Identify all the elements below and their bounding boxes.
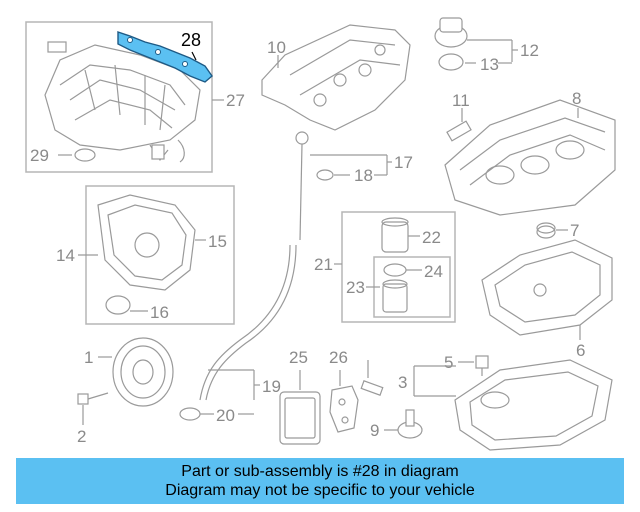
upper-oil-pan-drawing — [481, 239, 613, 336]
callout-9: 9 — [370, 421, 379, 440]
banner-line-2: Diagram may not be specific to your vehi… — [165, 482, 475, 499]
callout-18: 18 — [354, 166, 373, 185]
part-4-drawing — [360, 380, 384, 396]
callout-27: 27 — [226, 91, 245, 110]
banner-line-1: Part or sub-assembly is #28 in diagram — [181, 463, 459, 480]
intake-manifold-group-box — [25, 21, 213, 173]
callout-3: 3 — [398, 373, 407, 392]
callout-8: 8 — [572, 89, 581, 108]
callout-6: 6 — [576, 341, 585, 360]
callout-25: 25 — [289, 348, 308, 367]
bolt-drawing — [77, 392, 109, 405]
oil-filter-group-box — [341, 211, 456, 323]
lower-oil-pan-drawing — [454, 359, 613, 451]
valve-cover-drawing — [261, 24, 411, 131]
part-7-drawing — [536, 222, 556, 239]
crank-pulley-drawing — [112, 337, 174, 407]
cooler-gasket-drawing — [329, 385, 359, 433]
sensor-drawing — [397, 409, 423, 439]
intake-manifold-drawing — [44, 41, 201, 163]
callout-14: 14 — [56, 246, 75, 265]
callout-7: 7 — [570, 221, 579, 240]
callout-21: 21 — [314, 255, 333, 274]
oil-cap-drawing — [434, 17, 468, 71]
part-28-gasket-highlight — [117, 31, 213, 83]
callout-22: 22 — [422, 228, 441, 247]
callout-5: 5 — [444, 353, 453, 372]
block-drawing — [444, 99, 616, 216]
dipstick-top-drawing — [295, 131, 334, 241]
callout-1: 1 — [84, 348, 93, 367]
callout-10: 10 — [267, 38, 286, 57]
oil-cooler-drawing — [279, 391, 321, 445]
oil-filter-drawing — [381, 217, 409, 313]
callout-15: 15 — [208, 232, 227, 251]
callout-29: 29 — [30, 146, 49, 165]
callout-28: 28 — [181, 30, 201, 50]
info-banner: Part or sub-assembly is #28 in diagram D… — [16, 458, 624, 504]
callout-26: 26 — [329, 348, 348, 367]
callout-24: 24 — [424, 262, 443, 281]
callout-17: 17 — [394, 153, 413, 172]
callout-11: 11 — [452, 91, 470, 110]
callout-2: 2 — [77, 427, 86, 446]
callout-19: 19 — [262, 377, 281, 396]
callout-12: 12 — [520, 41, 539, 60]
callout-20: 20 — [216, 406, 235, 425]
timing-cover-drawing — [97, 194, 196, 315]
callout-16: 16 — [150, 303, 169, 322]
callout-23: 23 — [346, 278, 365, 297]
callout-13: 13 — [480, 55, 499, 74]
part-5-drawing — [475, 355, 489, 376]
dipstick-tube-drawing — [179, 244, 297, 421]
part-11-drawing — [446, 120, 472, 142]
